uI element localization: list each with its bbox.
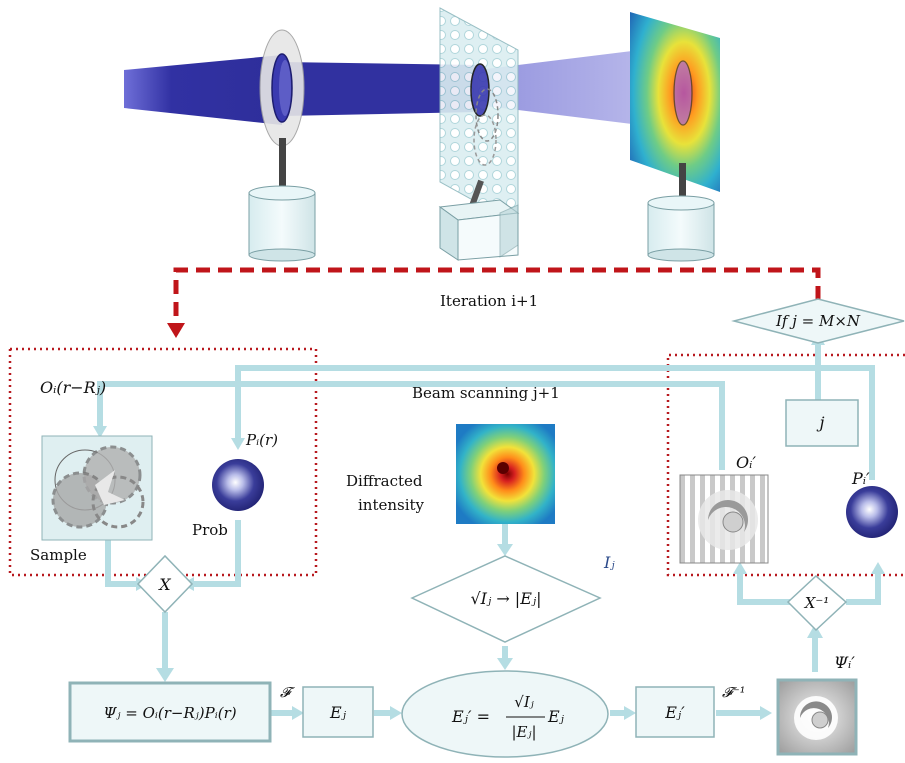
optical-setup <box>124 7 720 262</box>
left-dotted-region <box>8 347 318 577</box>
focused-beam <box>282 62 478 116</box>
updated-exit-wave-icon <box>776 678 858 756</box>
P-prime-label: Pᵢ′ <box>851 469 870 488</box>
modulus-diamond <box>410 555 602 643</box>
x-diamond <box>136 554 194 614</box>
x-inverse-label: X⁻¹ <box>804 594 830 612</box>
update-ellipse <box>401 670 609 758</box>
exit-wave-prime-label: Ψᵢ′ <box>834 653 855 672</box>
beam-scanning-label: Beam scanning j+1 <box>412 384 560 402</box>
lens-holder-icon <box>248 29 316 262</box>
fourier-label: 𝓕 <box>280 685 295 701</box>
update-rhs-label: Eⱼ <box>547 707 565 726</box>
update-denominator-label: |Eⱼ| <box>511 723 536 741</box>
j-label: j <box>817 413 825 432</box>
O-prime-label: Oᵢ′ <box>736 453 756 472</box>
updated-object-icon <box>679 474 769 564</box>
sample-label: Sample <box>30 546 87 564</box>
updated-probe-icon <box>846 486 898 538</box>
prob-label: Prob <box>192 521 228 539</box>
Ej-prime-box <box>635 686 715 738</box>
iteration-label: Iteration i+1 <box>440 292 538 310</box>
detector-screen-icon <box>630 12 720 262</box>
probe-function-label: Pᵢ(r) <box>245 431 278 449</box>
sample-object-icon <box>41 435 153 541</box>
diffracted-label: Diffracted <box>346 472 423 490</box>
condition-label: If j = M×N <box>775 312 861 330</box>
intensity-label: intensity <box>358 496 425 514</box>
iteration-arrowhead <box>167 323 185 338</box>
diffracted-beam <box>478 45 680 130</box>
x-label: X <box>157 575 171 594</box>
incoming-beam <box>124 55 282 125</box>
diffraction-pattern-icon <box>456 424 555 524</box>
inverse-fourier-label: 𝓕⁻¹ <box>722 685 745 701</box>
modulus-label: √Iⱼ → |Eⱼ| <box>470 589 541 608</box>
scanned-sample-plate-icon <box>438 7 520 261</box>
exit-wave-box <box>68 681 272 743</box>
Ij-label: Iⱼ <box>603 553 615 572</box>
probe-sphere-icon <box>212 459 264 511</box>
Ej-box <box>302 686 374 738</box>
object-function-label: Oᵢ(r−Rⱼ) <box>40 378 106 397</box>
Ej-prime-label: Eⱼ′ <box>664 703 685 722</box>
x-inverse-diamond <box>786 574 848 632</box>
update-numerator-label: √Iⱼ <box>514 693 533 711</box>
update-lhs-label: Eⱼ′ = <box>451 707 490 726</box>
exit-wave-label: Ψⱼ = Oᵢ(r−Rⱼ)Pᵢ(r) <box>103 704 236 722</box>
Ej-label: Eⱼ <box>329 703 347 722</box>
j-counter-box <box>785 399 859 447</box>
condition-diamond <box>731 298 905 344</box>
